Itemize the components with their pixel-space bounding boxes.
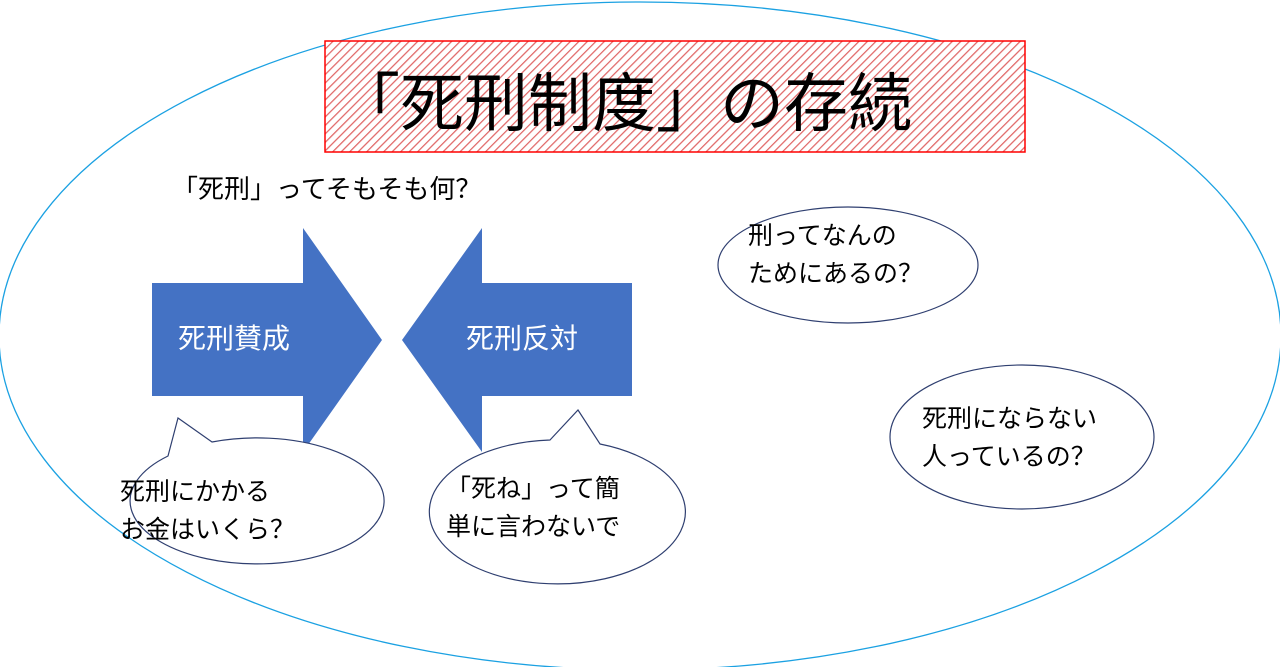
bubble-exempt-line1: 死刑にならない [922, 404, 1097, 433]
bubble-shine-line1: 「死ね」って簡 [446, 474, 620, 503]
pro-arrow-label: 死刑賛成 [178, 322, 290, 355]
bubble-purpose-line1: 刑ってなんの [748, 221, 897, 250]
bubble-purpose-line2: ためにあるの？ [748, 259, 923, 288]
bubble-shine-line2: 単に言わないで [446, 512, 620, 541]
title-box [324, 40, 1026, 153]
bubble-exempt-line2: 人っているの？ [922, 442, 1096, 471]
con-arrow [402, 228, 632, 452]
bubble-cost-line1: 死刑にかかる [120, 477, 270, 506]
page-title: 「死刑制度」の存続 [336, 68, 912, 142]
bubble-purpose [717, 206, 979, 324]
con-arrow-label: 死刑反対 [466, 322, 578, 355]
speech-bubble-shine [428, 409, 686, 585]
bubble-cost-line2: お金はいくら？ [120, 515, 295, 544]
speech-bubble-cost [129, 417, 385, 565]
bubble-exempt [889, 364, 1155, 510]
subtitle: 「死刑」ってそもそも何？ [172, 175, 481, 205]
pro-arrow [152, 228, 382, 452]
